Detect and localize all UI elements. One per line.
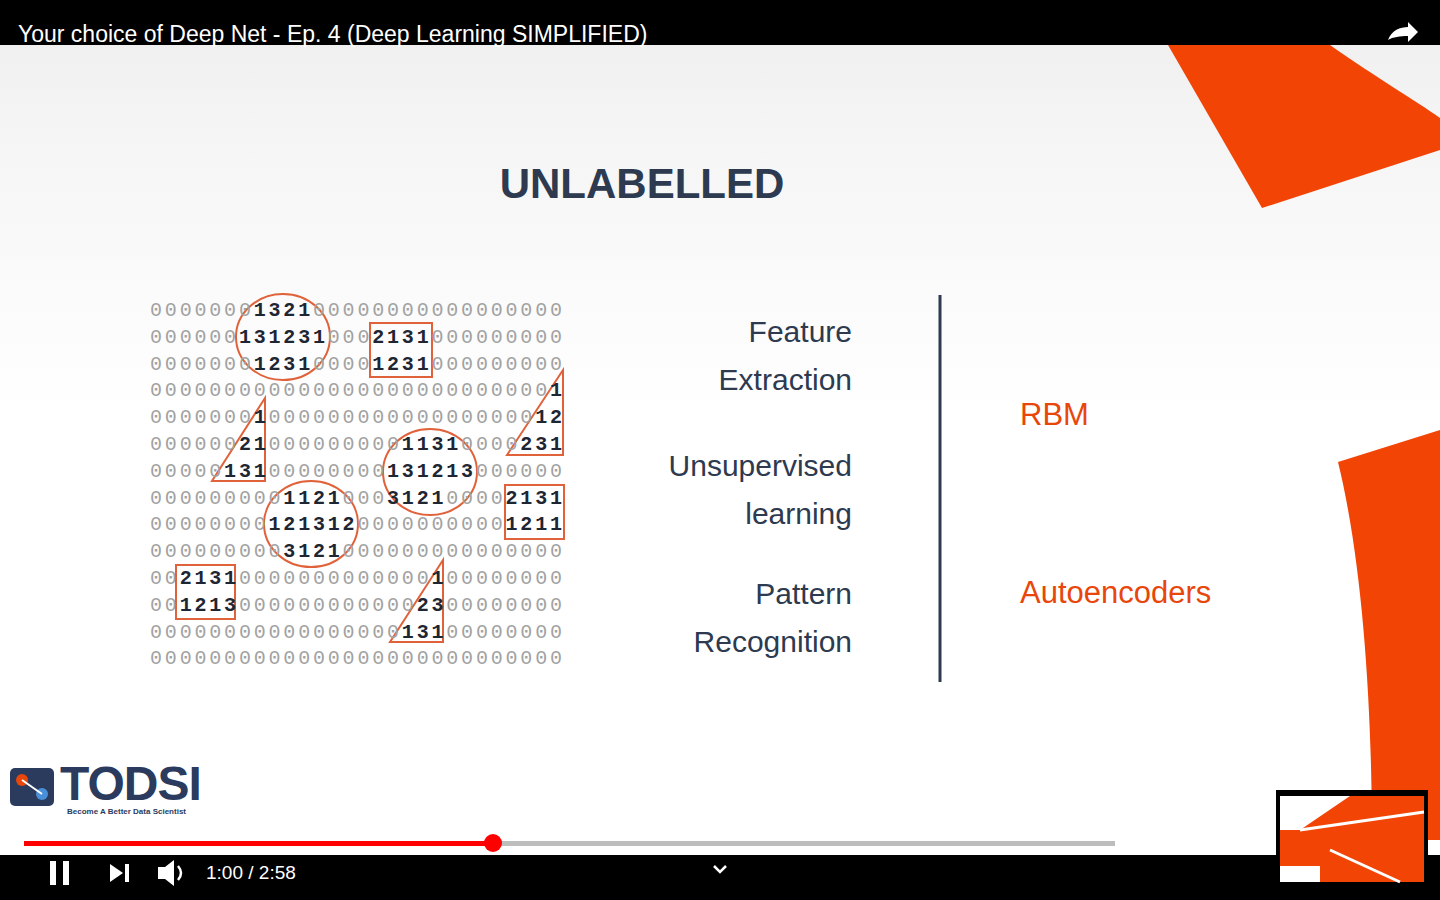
time-display: 1:00 / 2:58: [206, 861, 296, 885]
circle-outline: [236, 294, 330, 380]
progress-knob: [484, 834, 502, 852]
concept-label: Pattern Recognition: [656, 570, 852, 666]
orange-band: [1338, 430, 1440, 840]
pattern-row: 0000013100000000131213000000: [150, 459, 565, 485]
pause-icon: [63, 861, 69, 885]
pattern-row: 0000000012131200000000001211: [150, 512, 565, 538]
control-bar: [0, 855, 1440, 900]
mini-thumbnail: [1276, 790, 1428, 886]
orange-band: [1168, 45, 1440, 208]
concept-label: Unsupervised learning: [656, 442, 852, 538]
network-name: Autoencoders: [1020, 572, 1211, 614]
pattern-row: 0000000123100001231000000000: [150, 352, 565, 378]
video-title: Your choice of Deep Net - Ep. 4 (Deep Le…: [18, 19, 647, 49]
next-icon: [125, 864, 129, 882]
network-name: RBM: [1020, 394, 1089, 436]
slide-title: UNLABELLED: [442, 156, 842, 212]
pattern-row: 0000000000000000000000000001: [150, 378, 565, 404]
pattern-row: 0000000132100000000000000000: [150, 298, 565, 324]
pattern-row: 0000000003121000000000000000: [150, 539, 565, 565]
next-icon: [110, 864, 123, 882]
volume-icon: [178, 866, 181, 880]
pattern-row: 0000000001121000312100002131: [150, 486, 565, 512]
progress-track: [24, 841, 1115, 846]
share-icon: [1388, 22, 1418, 42]
pattern-row: 0012130000000000002300000000: [150, 593, 565, 619]
circle-outline: [383, 429, 477, 515]
pattern-outlines: [176, 294, 564, 642]
pattern-row: 0000001312310002131000000000: [150, 325, 565, 351]
divider-line: [939, 295, 942, 682]
square-outline: [370, 323, 432, 377]
logo-icon: [10, 768, 54, 806]
pattern-row: 0000000000000000013100000000: [150, 620, 565, 646]
pattern-row: 0000000100000000000000000012: [150, 405, 565, 431]
pause-icon: [50, 861, 56, 885]
pattern-row: 0000002100000000011310000231: [150, 432, 565, 458]
chevron-icon: [714, 866, 726, 872]
circle-outline: [264, 481, 358, 567]
logo-tagline: Become A Better Data Scientist: [67, 807, 186, 817]
logo-text: TODSI: [60, 758, 201, 810]
progress-played: [24, 841, 493, 846]
pattern-row: 0021310000000000000100000000: [150, 566, 565, 592]
volume-icon: [158, 860, 174, 886]
concept-label: Feature Extraction: [656, 308, 852, 404]
square-outline: [505, 485, 564, 539]
pattern-row: 0000000000000000000000000000: [150, 646, 565, 672]
